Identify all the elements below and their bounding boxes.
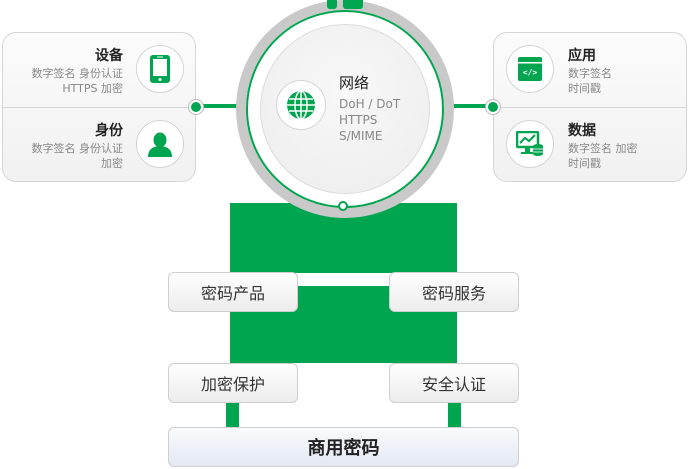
data-line-1: 数字签名 加密 bbox=[568, 142, 638, 155]
identity-row[interactable]: 身份 数字签名 身份认证 加密 bbox=[3, 108, 195, 181]
right-connector-line bbox=[444, 104, 492, 108]
left-card: 设备 数字签名 身份认证 HTTPS 加密 身份 数字签名 身份认证 加密 bbox=[2, 32, 196, 182]
left-pillar bbox=[226, 403, 239, 428]
user-icon bbox=[148, 132, 172, 157]
device-title: 设备 bbox=[95, 48, 123, 64]
device-row[interactable]: 设备 数字签名 身份认证 HTTPS 加密 bbox=[3, 33, 195, 107]
data-icon-circle bbox=[506, 120, 554, 168]
application-line-2: 时间戳 bbox=[568, 82, 601, 95]
network-title: 网络 bbox=[339, 74, 370, 92]
identity-line-1: 数字签名 身份认证 bbox=[31, 142, 124, 155]
network-line-3: S/MIME bbox=[339, 129, 383, 143]
card-divider bbox=[3, 107, 195, 108]
device-line-2: HTTPS 加密 bbox=[62, 82, 123, 95]
smartphone-icon bbox=[150, 55, 170, 83]
security-authentication-button[interactable]: 安全认证 bbox=[389, 363, 519, 403]
network-line-1: DoH / DoT bbox=[339, 97, 401, 111]
globe-icon bbox=[287, 90, 315, 120]
identity-icon-circle bbox=[136, 120, 184, 168]
commercial-crypto-base[interactable]: 商用密码 bbox=[168, 427, 519, 467]
svg-text:</>: </> bbox=[523, 68, 538, 77]
application-row[interactable]: </> 应用 数字签名 时间戳 bbox=[494, 33, 686, 107]
network-icon-circle bbox=[276, 80, 326, 130]
network-line-2: HTTPS bbox=[339, 113, 378, 127]
top-notch-right bbox=[343, 0, 363, 9]
identity-title: 身份 bbox=[95, 123, 123, 139]
card-divider bbox=[494, 107, 686, 108]
encryption-protection-button[interactable]: 加密保护 bbox=[168, 363, 298, 403]
right-pillar bbox=[448, 403, 461, 428]
right-connector-dot bbox=[486, 100, 500, 114]
crypto-services-button[interactable]: 密码服务 bbox=[389, 272, 519, 312]
bottom-connector-dot bbox=[338, 201, 348, 211]
code-window-icon: </> bbox=[518, 57, 542, 81]
application-icon-circle: </> bbox=[506, 45, 554, 93]
application-line-1: 数字签名 bbox=[568, 67, 612, 80]
application-title: 应用 bbox=[568, 48, 596, 64]
data-line-2: 时间戳 bbox=[568, 157, 601, 170]
data-title: 数据 bbox=[568, 123, 596, 139]
crypto-products-button[interactable]: 密码产品 bbox=[168, 272, 298, 312]
left-connector-line bbox=[200, 104, 246, 108]
data-row[interactable]: 数据 数字签名 加密 时间戳 bbox=[494, 108, 686, 181]
identity-line-2: 加密 bbox=[101, 157, 123, 170]
right-card: </> 应用 数字签名 时间戳 数据 数字签名 加密 时间戳 bbox=[493, 32, 687, 182]
device-line-1: 数字签名 身份认证 bbox=[31, 67, 124, 80]
top-notch-left bbox=[327, 0, 337, 9]
device-icon-circle bbox=[136, 45, 184, 93]
left-connector-dot bbox=[189, 100, 203, 114]
monitor-chart-database-icon bbox=[516, 131, 543, 156]
